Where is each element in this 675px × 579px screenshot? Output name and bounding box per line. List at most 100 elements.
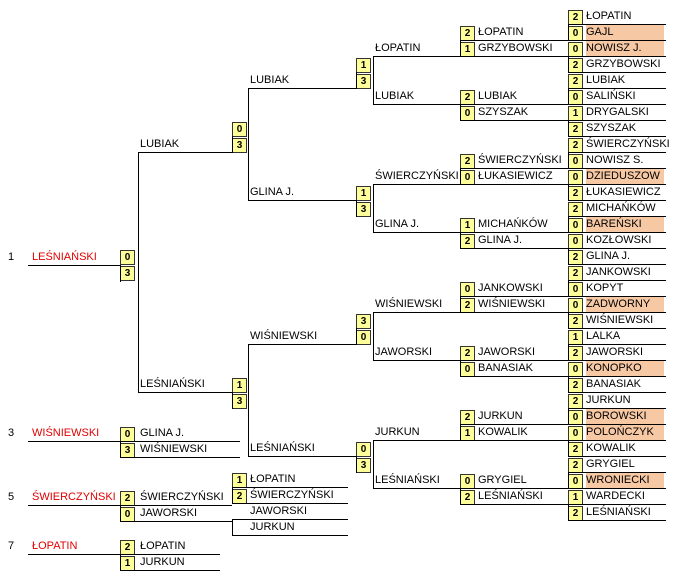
player-name: LUBIAK (250, 74, 290, 86)
player-name: KONOPKO (586, 361, 664, 376)
player-name: ŁOPATIN (586, 10, 632, 22)
score-box: 2 (568, 442, 583, 457)
score-box: 1 (568, 106, 583, 121)
bracket-line (373, 488, 460, 489)
player-name: SZYSZAK (478, 106, 529, 118)
player-name: LEŚNIAŃSKI (375, 474, 440, 486)
bracket-line (460, 296, 461, 313)
player-name: BAREŃSKI (586, 217, 664, 232)
score-box: 2 (460, 26, 475, 41)
score-box: 1 (568, 330, 583, 345)
score-box: 1 (232, 473, 247, 488)
bracket-line (232, 535, 348, 536)
bracket-line (460, 56, 568, 57)
bracket-line (460, 40, 461, 57)
player-name: NOWISZ S. (586, 154, 644, 166)
bracket-line (248, 88, 356, 89)
player-name: ZADWORNY (586, 297, 664, 312)
bracket-line (248, 344, 356, 345)
player-name: ŚWIERCZYŃSKI (375, 170, 459, 182)
bracket-line (138, 152, 139, 393)
score-box: 3 (232, 138, 247, 153)
bracket-line (120, 570, 220, 571)
score-box: 1 (460, 218, 475, 233)
player-name: LUBIAK (375, 90, 415, 102)
bracket-line (460, 248, 568, 249)
bracket-line (138, 152, 232, 153)
bracket-line (568, 280, 569, 297)
score-box: 0 (568, 26, 583, 41)
bracket-line (568, 120, 569, 137)
bracket-line (568, 104, 666, 105)
score-box: 2 (460, 234, 475, 249)
score-box: 2 (232, 489, 247, 504)
score-box: 0 (460, 106, 475, 121)
bracket-line (28, 554, 120, 555)
score-box: 2 (120, 491, 135, 506)
player-name: GLINA J. (375, 218, 420, 230)
bracket-line (232, 519, 233, 536)
bracket-line (460, 232, 461, 249)
placement-number: 3 (8, 427, 15, 439)
bracket-line (356, 200, 357, 217)
score-box: 2 (568, 378, 583, 393)
score-box: 2 (460, 346, 475, 361)
player-name: ŁOPATIN (250, 473, 296, 485)
player-name: GLINA J. (140, 427, 185, 439)
player-name: LUBIAK (586, 74, 626, 86)
placement-number: 1 (8, 251, 15, 263)
player-name: BANASIAK (586, 378, 642, 390)
bracket-line (232, 519, 348, 520)
score-box: 2 (568, 202, 583, 217)
player-name: LEŚNIAŃSKI (250, 442, 315, 454)
player-name: GRZYBOWSKI (586, 58, 661, 70)
bracket-line (460, 424, 461, 441)
bracket-line (568, 120, 666, 121)
player-name: ŚWIERCZYŃSKI (586, 138, 670, 150)
bracket-line (460, 40, 568, 41)
bracket-line (568, 200, 666, 201)
player-name: KOWALIK (478, 426, 528, 438)
bracket-line (568, 344, 666, 345)
player-name: ŚWIERCZYŃSKI (478, 154, 562, 166)
bracket-line (568, 344, 569, 361)
bracket-line (460, 360, 568, 361)
bracket-line (232, 392, 233, 409)
bracket-line (460, 488, 568, 489)
bracket-line (568, 312, 666, 313)
player-name: WIŚNIEWSKI (250, 330, 318, 342)
bracket-line (373, 312, 374, 360)
bracket-line (138, 392, 232, 393)
score-box: 1 (232, 378, 247, 393)
player-name: ŚWIERCZYŃSKI (250, 489, 334, 501)
score-box: 0 (460, 282, 475, 297)
score-box: 0 (120, 507, 135, 522)
player-name: JURKUN (478, 410, 523, 422)
bracket-line (568, 504, 666, 505)
bracket-line (120, 521, 232, 522)
score-box: 2 (568, 394, 583, 409)
player-name: DRYGALSKI (586, 106, 649, 118)
bracket-line (460, 168, 461, 185)
player-name: WIŚNIEWSKI (375, 298, 443, 310)
player-name: MICHAŃKÓW (478, 218, 548, 230)
placement-number: 7 (8, 540, 15, 552)
bracket-line (568, 440, 666, 441)
player-name: JURKUN (586, 394, 631, 406)
bracket-line (373, 440, 374, 488)
score-box: 0 (356, 330, 371, 345)
score-box: 0 (232, 122, 247, 137)
player-name: SALIŃSKI (586, 90, 636, 102)
bracket-line (356, 328, 357, 345)
player-name: SZYSZAK (586, 122, 637, 134)
score-box: 2 (568, 506, 583, 521)
score-box: 0 (568, 410, 583, 425)
score-box: 2 (568, 74, 583, 89)
placement-winner-name: ŁOPATIN (32, 540, 78, 552)
bracket-line (568, 152, 569, 169)
bracket-line (120, 554, 121, 571)
score-box: 0 (568, 218, 583, 233)
bracket-line (568, 408, 666, 409)
bracket-line (568, 520, 666, 521)
